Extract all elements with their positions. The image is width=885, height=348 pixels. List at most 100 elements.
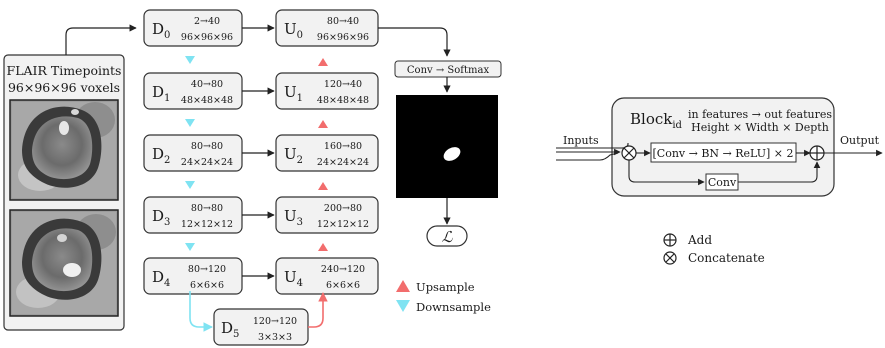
upsample-arrow-u2-u1 xyxy=(318,120,328,128)
add-legend-label: Add xyxy=(687,233,712,247)
upsample-arrow-u1-u0 xyxy=(318,58,328,66)
block-d0-sub: 0 xyxy=(164,30,170,41)
block-u0-channels: 80→40 xyxy=(327,16,359,27)
block-d0-size: 96×96×96 xyxy=(181,32,233,43)
block-d1-sub: 1 xyxy=(164,93,170,104)
upsample-legend-label: Upsample xyxy=(416,280,475,294)
downsample-arrow-d0-d1 xyxy=(185,56,195,64)
block-d4-channels: 80→120 xyxy=(188,264,226,275)
downsample-arrow-d1-d2 xyxy=(185,119,195,127)
downsample-arrow-d3-d4 xyxy=(185,243,195,251)
block-d3-size: 12×12×12 xyxy=(181,219,233,230)
svg-text:D1: D1 xyxy=(152,83,170,104)
block-u4-channels: 240→120 xyxy=(321,264,365,275)
block-d4-size: 6×6×6 xyxy=(190,280,224,291)
block-schematic: Blockid in features → out features Heigh… xyxy=(556,97,883,197)
svg-text:U4: U4 xyxy=(284,268,303,289)
block-d3-channels: 80→80 xyxy=(191,203,223,214)
svg-text:U1: U1 xyxy=(284,83,303,104)
block-d1: D1 40→80 48×48×48 xyxy=(143,72,243,110)
block-output-label: Output xyxy=(840,134,880,147)
upsample-arrows xyxy=(308,58,328,328)
input-title-line2: 96×96×96 voxels xyxy=(8,80,120,95)
block-d3: D3 80→80 12×12×12 xyxy=(143,196,243,234)
upsample-arrow-d5-u4 xyxy=(308,292,328,328)
block-d5-base: D xyxy=(221,319,233,337)
block-u1: U1 120→40 48×48×48 xyxy=(275,72,379,110)
block-inputs-label: Inputs xyxy=(563,134,599,147)
svg-text:D4: D4 xyxy=(152,268,170,289)
block-inner-op-label: [Conv → BN → ReLU] × 2 xyxy=(652,147,793,160)
downsample-legend-icon xyxy=(396,300,410,312)
block-d1-size: 48×48×48 xyxy=(181,95,233,106)
u0-to-head-arrow xyxy=(378,27,451,57)
mri-timepoint-1-image xyxy=(9,99,119,201)
block-d3-base: D xyxy=(152,207,164,225)
svg-text:D2: D2 xyxy=(152,145,170,166)
downsample-arrow-d2-d3 xyxy=(185,181,195,189)
block-skip-op-label: Conv xyxy=(708,176,737,189)
mri-timepoint-2-image xyxy=(9,209,119,317)
block-d0: D0 2→40 96×96×96 xyxy=(143,9,243,47)
block-d4: D4 80→120 6×6×6 xyxy=(143,257,243,295)
block-u2-base: U xyxy=(284,145,297,163)
svg-text:D0: D0 xyxy=(152,20,170,41)
block-name-sub: id xyxy=(672,120,682,131)
block-d5: D5 120→120 3×3×3 xyxy=(213,308,309,346)
svg-text:U3: U3 xyxy=(284,207,303,228)
block-d5-sub: 5 xyxy=(233,329,239,340)
block-d5-channels: 120→120 xyxy=(253,316,297,327)
block-d5-size: 3×3×3 xyxy=(258,332,292,343)
block-d2-size: 24×24×24 xyxy=(181,157,233,168)
block-u3-sub: 3 xyxy=(297,217,303,228)
input-panel: FLAIR Timepoints 96×96×96 voxels xyxy=(3,54,125,331)
skip-connections xyxy=(242,24,275,280)
block-u4-base: U xyxy=(284,268,297,286)
block-d0-base: D xyxy=(152,20,164,38)
block-u2-size: 24×24×24 xyxy=(317,157,369,168)
loss-symbol: ℒ xyxy=(442,228,454,246)
upsample-arrow-u4-u3 xyxy=(318,243,328,251)
downsample-arrows xyxy=(185,56,213,332)
block-d1-base: D xyxy=(152,83,164,101)
svg-text:U2: U2 xyxy=(284,145,303,166)
block-u2-channels: 160→80 xyxy=(324,141,362,152)
block-d1-channels: 40→80 xyxy=(191,79,223,90)
block-u2-sub: 2 xyxy=(297,155,303,166)
block-u1-sub: 1 xyxy=(297,93,303,104)
svg-text:U0: U0 xyxy=(284,20,303,41)
block-u3-size: 12×12×12 xyxy=(317,219,369,230)
block-concatenate-node xyxy=(621,145,637,161)
block-d3-sub: 3 xyxy=(164,217,170,228)
input-title-line1: FLAIR Timepoints xyxy=(7,63,122,78)
block-d4-base: D xyxy=(152,268,164,286)
block-u3-channels: 200→80 xyxy=(324,203,362,214)
svg-text:D3: D3 xyxy=(152,207,170,228)
conv-softmax-box: Conv → Softmax xyxy=(394,60,502,78)
upsample-arrow-u3-u2 xyxy=(318,182,328,190)
add-legend-icon xyxy=(663,233,677,247)
upsample-legend-icon xyxy=(396,280,410,292)
block-u4-sub: 4 xyxy=(297,278,303,289)
block-u2: U2 160→80 24×24×24 xyxy=(275,134,379,172)
block-u3: U3 200→80 12×12×12 xyxy=(275,196,379,234)
block-u4-size: 6×6×6 xyxy=(326,280,360,291)
block-u0-sub: 0 xyxy=(297,30,303,41)
block-u1-channels: 120→40 xyxy=(324,79,362,90)
block-u1-size: 48×48×48 xyxy=(317,95,369,106)
conv-softmax-label: Conv → Softmax xyxy=(407,65,490,76)
block-d2-base: D xyxy=(152,145,164,163)
block-d0-channels: 2→40 xyxy=(194,16,220,27)
concatenate-legend-icon xyxy=(663,251,677,265)
input-to-d0-arrow xyxy=(65,24,137,55)
downsample-legend-label: Downsample xyxy=(416,300,491,314)
block-u1-base: U xyxy=(284,83,297,101)
loss-node: ℒ xyxy=(426,225,468,247)
ops-legend: Add Concatenate xyxy=(663,233,765,265)
downsample-arrow-d4-d5 xyxy=(189,291,213,332)
block-header-line2: Height × Width × Depth xyxy=(691,121,829,134)
block-d2-sub: 2 xyxy=(164,155,170,166)
block-name-base: Block xyxy=(630,110,673,128)
